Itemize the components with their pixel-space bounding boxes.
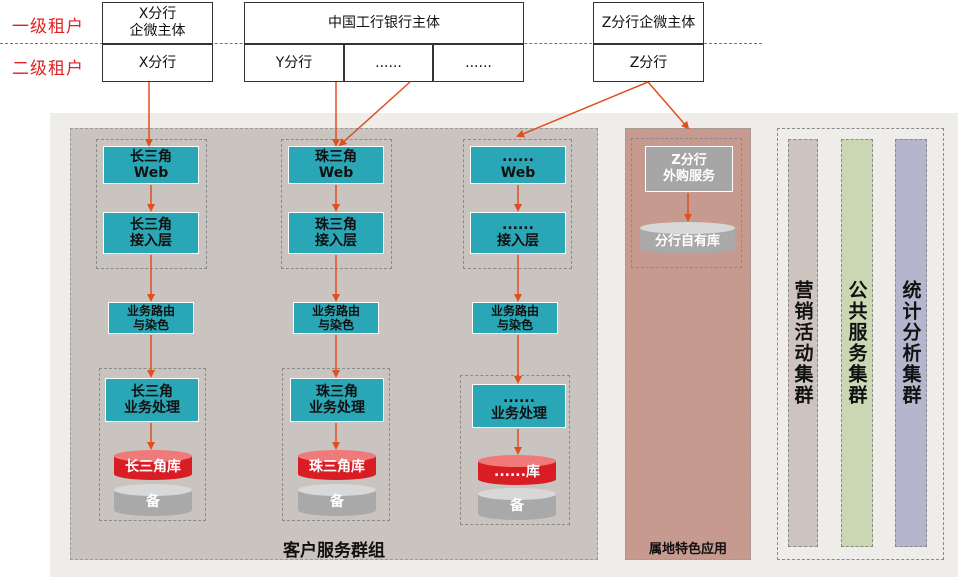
clusters-box xyxy=(777,128,944,560)
branch-own-db: 分行自有库 xyxy=(640,222,735,254)
db-cylinder-3: ......库 xyxy=(478,455,556,485)
branch-own-db-label: 分行自有库 xyxy=(654,233,720,249)
routing-node-3: 业务路由 与染色 xyxy=(472,302,558,334)
access-node-1: 长三角 接入层 xyxy=(103,212,199,254)
db-cylinder-1: 长三角库 xyxy=(114,450,192,480)
backup-label-1: 备 xyxy=(146,494,160,510)
web-node-2: 珠三角 Web xyxy=(288,146,384,184)
cluster-marketing-label: 营销活动集群 xyxy=(791,280,814,406)
processing-node-2: 珠三角 业务处理 xyxy=(290,378,384,422)
cluster-statistics-label: 统计分析集群 xyxy=(899,280,922,406)
db-label-3: ......库 xyxy=(494,464,540,480)
customer-service-group-caption: 客户服务群组 xyxy=(283,541,385,561)
routing-node-2: 业务路由 与染色 xyxy=(293,302,379,334)
y-branch: Y分行 xyxy=(244,44,344,82)
backup-cylinder-2: 备 xyxy=(298,484,376,516)
processing-node-1: 长三角 业务处理 xyxy=(105,378,199,422)
x-branch-entity: X分行 企微主体 xyxy=(102,2,213,44)
local-service-box xyxy=(631,138,742,268)
processing-node-3: ...... 业务处理 xyxy=(472,384,566,428)
routing-node-1: 业务路由 与染色 xyxy=(108,302,194,334)
web-node-3: ...... Web xyxy=(470,146,566,184)
cluster-public-service-label: 公共服务集群 xyxy=(845,280,868,406)
db-label-1: 长三角库 xyxy=(125,459,181,475)
z-branch-entity: Z分行企微主体 xyxy=(593,2,704,44)
db-label-2: 珠三角库 xyxy=(309,459,365,475)
arrow-z-to-local xyxy=(647,81,690,130)
z-branch-purchased-service: Z分行 外购服务 xyxy=(645,146,733,192)
ellipsis-branch-1: ...... xyxy=(344,44,433,82)
backup-cylinder-1: 备 xyxy=(114,484,192,516)
backup-label-2: 备 xyxy=(330,494,344,510)
db-cylinder-2: 珠三角库 xyxy=(298,450,376,480)
z-branch: Z分行 xyxy=(593,44,704,82)
access-node-3: ...... 接入层 xyxy=(470,212,566,254)
processing-box-1 xyxy=(99,368,206,521)
web-node-1: 长三角 Web xyxy=(103,146,199,184)
tier-label-level2: 二级租户 xyxy=(12,59,84,79)
cluster-public-service: 公共服务集群 xyxy=(841,139,873,547)
arrow-ellipsis-to-web2 xyxy=(338,81,411,147)
cluster-marketing: 营销活动集群 xyxy=(788,139,818,547)
x-branch: X分行 xyxy=(102,44,213,82)
cluster-statistics: 统计分析集群 xyxy=(895,139,927,547)
local-feature-caption: 属地特色应用 xyxy=(648,542,727,557)
icbc-main-entity: 中国工行银行主体 xyxy=(244,2,524,44)
tier-label-level1: 一级租户 xyxy=(12,17,84,37)
backup-label-3: 备 xyxy=(510,498,524,514)
ellipsis-branch-2: ...... xyxy=(433,44,524,82)
processing-box-3 xyxy=(460,375,570,525)
backup-cylinder-3: 备 xyxy=(478,488,556,520)
arrow-z-to-web3 xyxy=(516,81,649,138)
access-node-2: 珠三角 接入层 xyxy=(288,212,384,254)
